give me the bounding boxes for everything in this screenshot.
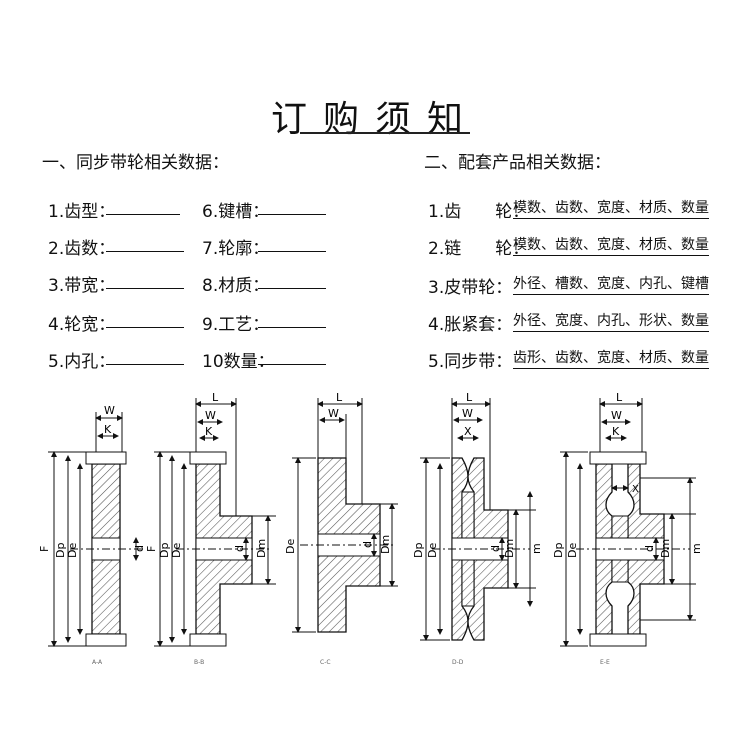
field-process: 9.工艺： [202, 315, 270, 335]
dim-label: F [38, 546, 51, 552]
dim-label: L [466, 392, 473, 404]
field-blank [258, 214, 326, 215]
dim-label: Dm [659, 539, 672, 558]
product-timing-belt-label: 5.同步带： [428, 352, 513, 372]
field-blank [106, 288, 184, 289]
dim-label: d [133, 545, 146, 552]
diagram-caption: D-D [452, 659, 464, 666]
dim-label: d [361, 541, 374, 548]
product-pulley-note: 外径、槽数、宽度、内孔、键槽 [513, 273, 709, 295]
dim-label: De [170, 543, 183, 558]
field-profile: 7.轮廓： [202, 239, 270, 259]
field-quantity: 10数量： [202, 352, 275, 372]
dim-label: K [205, 425, 213, 438]
diagram-e: L W K X Dp De d Dm m E-E [552, 392, 703, 666]
dim-label: W [611, 409, 622, 422]
dim-label: W [205, 409, 216, 422]
field-blank [106, 214, 180, 215]
dim-label: F [145, 546, 158, 552]
dim-label: K [104, 423, 112, 436]
dim-label: m [530, 543, 543, 554]
dim-label: Dm [255, 539, 268, 558]
diagram-caption: E-E [600, 659, 610, 666]
dim-label: d [643, 545, 656, 552]
diagram-c: L W De d Dm C-C [284, 392, 398, 666]
dim-label: L [616, 392, 623, 404]
dim-label: d [489, 545, 502, 552]
dim-label: K [612, 425, 620, 438]
product-expansion-sleeve-note: 外径、宽度、内孔、形状、数量 [513, 310, 709, 332]
dim-label: Dp [552, 543, 565, 558]
field-tooth-type: 1.齿型： [48, 202, 116, 222]
dim-label: X [464, 425, 472, 438]
dim-label: Dp [158, 543, 171, 558]
pulley-drawings: W K F Dp De d A-A L W K F Dp De d Dm [38, 392, 703, 666]
dim-label: De [66, 543, 79, 558]
dim-label: De [426, 543, 439, 558]
diagram-caption: C-C [320, 659, 331, 666]
diagram-caption: B-B [194, 659, 204, 666]
dim-label: L [212, 392, 219, 404]
product-sprocket-note: 模数、齿数、宽度、材质、数量 [513, 234, 709, 256]
field-blank [258, 364, 326, 365]
dim-label: De [566, 543, 579, 558]
field-tooth-count: 2.齿数： [48, 239, 116, 259]
field-blank [106, 364, 184, 365]
field-belt-width: 3.带宽： [48, 276, 116, 296]
dim-label: W [462, 407, 473, 420]
dim-label: Dm [503, 539, 516, 558]
page-title: 订购须知 [270, 99, 479, 140]
dim-label: Dp [54, 543, 67, 558]
field-blank [258, 251, 326, 252]
dim-label: Dp [412, 543, 425, 558]
right-section-heading: 二、配套产品相关数据： [424, 153, 611, 173]
dim-label: W [328, 407, 339, 420]
product-sprocket-label: 2.链 轮： [428, 239, 530, 259]
product-timing-belt-note: 齿形、齿数、宽度、材质、数量 [513, 347, 709, 369]
field-blank [106, 251, 184, 252]
product-pulley-label: 3.皮带轮： [428, 278, 513, 298]
field-blank [106, 327, 184, 328]
field-blank [258, 288, 326, 289]
diagram-b: L W K F Dp De d Dm B-B [145, 392, 276, 666]
dim-label: X [632, 484, 639, 495]
dim-label: m [690, 543, 703, 554]
dim-label: W [104, 404, 115, 417]
dim-label: d [233, 545, 246, 552]
product-gear-label: 1.齿 轮： [428, 202, 530, 222]
diagram-caption: A-A [92, 659, 103, 666]
dim-label: L [336, 392, 343, 404]
diagram-a: W K F Dp De d A-A [38, 404, 146, 666]
field-material: 8.材质： [202, 276, 270, 296]
left-section-heading: 一、同步带轮相关数据： [42, 153, 229, 173]
product-expansion-sleeve-label: 4.胀紧套： [428, 315, 513, 335]
field-keyway: 6.键槽： [202, 202, 270, 222]
field-wheel-width: 4.轮宽： [48, 315, 116, 335]
title-underline [300, 132, 470, 134]
field-blank [258, 327, 326, 328]
dim-label: Dm [379, 535, 392, 554]
dim-label: De [284, 539, 297, 554]
product-gear-note: 模数、齿数、宽度、材质、数量 [513, 197, 709, 219]
diagram-d: L W X Dp De d Dm m D-D [412, 392, 543, 666]
field-bore: 5.内孔： [48, 352, 116, 372]
